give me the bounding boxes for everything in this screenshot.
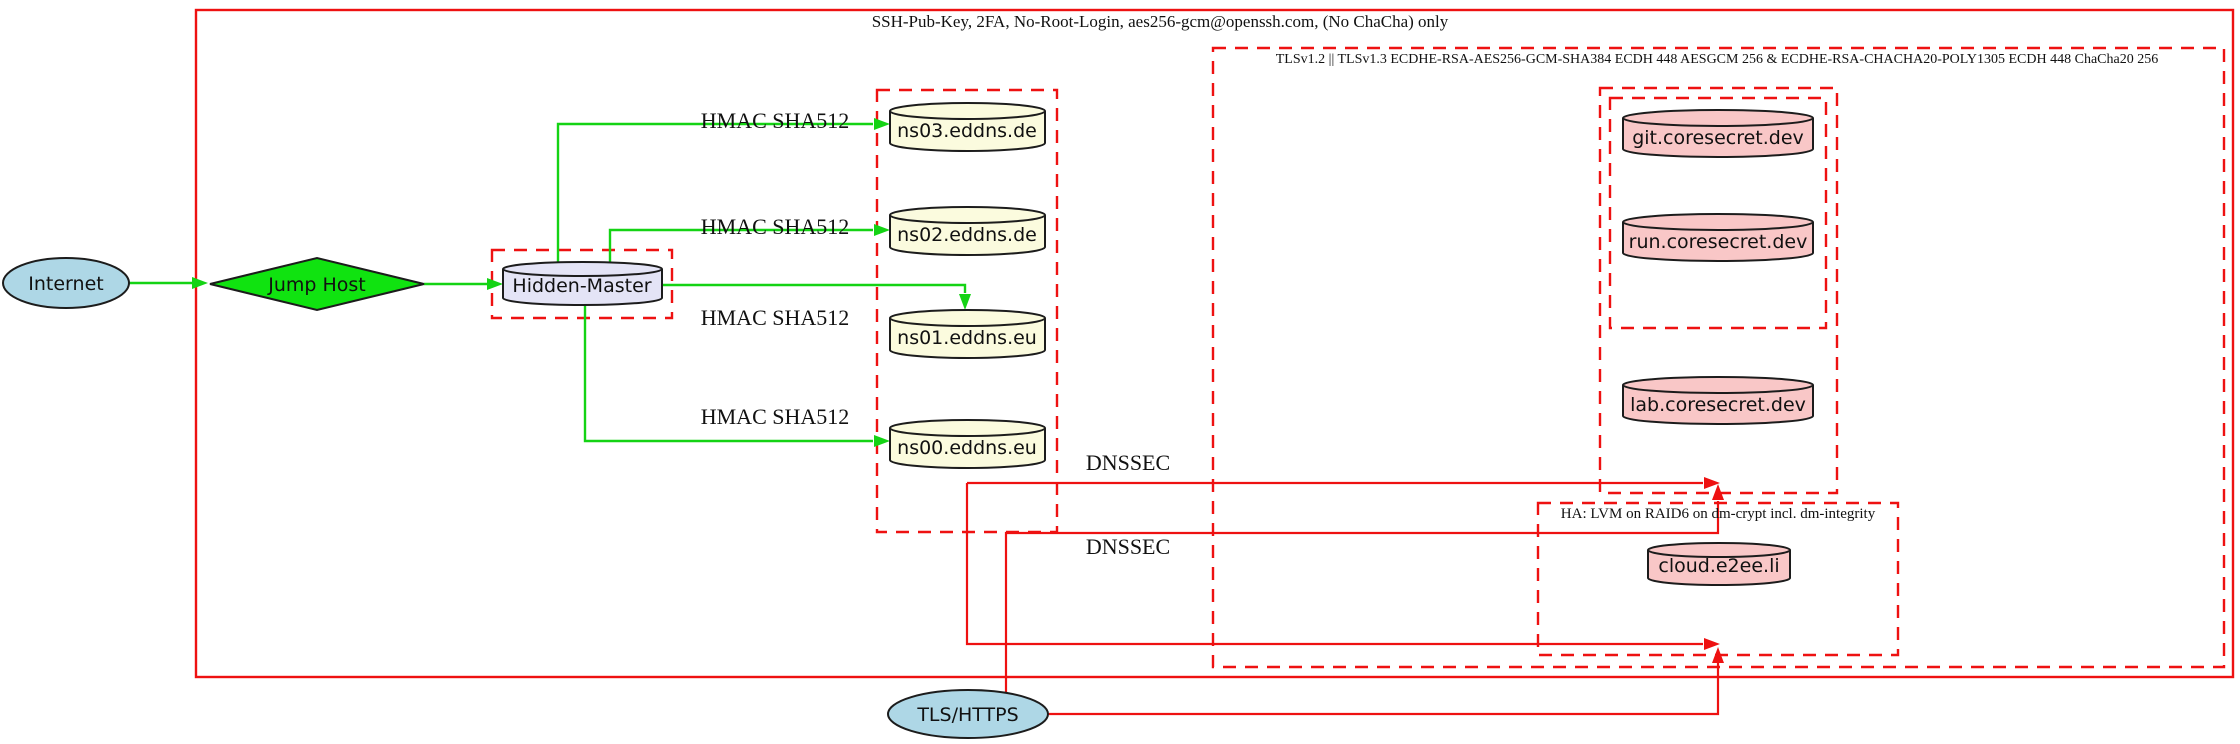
ns00-node: ns00.eddns.eu [889, 419, 1046, 469]
internet-label: Internet [28, 273, 103, 295]
git-coresecret-node: git.coresecret.dev [1622, 109, 1814, 158]
arrowhead-jumphost-to-hiddenmaster [487, 278, 503, 290]
hidden-master-cylinder-seam [502, 268, 663, 277]
ssh-boundary-box [194, 8, 2235, 679]
tls-https-node: TLS/HTTPS [887, 689, 1049, 739]
arrowhead-hiddenmaster-to-ns00 [874, 435, 890, 447]
hidden-master-node: Hidden-Master [502, 261, 663, 306]
ns03-node: ns03.eddns.de [889, 102, 1046, 152]
arrowhead-hiddenmaster-to-ns01 [959, 294, 971, 310]
ns01-cylinder-seam [889, 317, 1046, 327]
arrowhead-dnssec-to-coresecret [1704, 477, 1720, 489]
hmac-label-ns03: HMAC SHA512 [701, 108, 850, 133]
edge-dnssec-to-ha [965, 483, 1703, 646]
arrowhead-internet-to-jumphost [192, 277, 208, 289]
run-coresecret-node: run.coresecret.dev [1622, 213, 1814, 262]
ns03-label: ns03.eddns.de [897, 120, 1037, 142]
ssh-boundary-label: SSH-Pub-Key, 2FA, No-Root-Login, aes256-… [872, 12, 1449, 31]
ns02-node: ns02.eddns.de [889, 206, 1046, 256]
ns02-cylinder-seam [889, 214, 1046, 224]
hmac-label-ns00: HMAC SHA512 [701, 404, 850, 429]
jump-host-node: Jump Host [209, 256, 425, 312]
arrowhead-dnssec-to-ha [1704, 638, 1720, 650]
tls-https-label: TLS/HTTPS [916, 704, 1018, 726]
hidden-master-label: Hidden-Master [512, 275, 651, 297]
edge-hiddenmaster-to-ns03 [556, 122, 873, 262]
jump-host-diamond [209, 256, 425, 312]
cloud-cylinder [1647, 542, 1791, 586]
arrowhead-hiddenmaster-to-ns03 [874, 118, 890, 130]
edge-tlshttps-to-coresecret [1004, 501, 1720, 692]
tls-https-ellipse [887, 689, 1049, 739]
cloud-e2ee-node: cloud.e2ee.li [1647, 542, 1791, 586]
internet-node: Internet [2, 257, 130, 309]
git-label: git.coresecret.dev [1632, 127, 1804, 149]
coresecret-inner-cluster-box [1608, 96, 1828, 330]
internet-ellipse [2, 257, 130, 309]
cloud-label: cloud.e2ee.li [1658, 555, 1779, 577]
arrowhead-tlshttps-to-ha [1712, 647, 1724, 663]
ha-cluster-label: HA: LVM on RAID6 on dm-crypt incl. dm-in… [1561, 506, 1876, 522]
ns01-label: ns01.eddns.eu [897, 327, 1037, 349]
ns00-cylinder [889, 419, 1046, 469]
edge-hiddenmaster-to-ns00 [583, 305, 873, 443]
ns00-label: ns00.eddns.eu [897, 437, 1037, 459]
run-cylinder-seam [1622, 221, 1814, 231]
jump-host-label: Jump Host [267, 274, 366, 296]
lab-coresecret-node: lab.coresecret.dev [1622, 376, 1814, 425]
lab-cylinder-seam [1622, 384, 1814, 394]
arrowhead-hiddenmaster-to-ns02 [874, 224, 890, 236]
dnssec-label-bottom: DNSSEC [1086, 534, 1170, 559]
ns02-label: ns02.eddns.de [897, 224, 1037, 246]
edge-hiddenmaster-to-ns02 [608, 228, 873, 262]
run-label: run.coresecret.dev [1629, 231, 1808, 253]
hidden-master-cylinder [502, 261, 663, 306]
run-cylinder [1622, 213, 1814, 262]
hmac-label-ns02: HMAC SHA512 [701, 214, 850, 239]
git-cylinder-seam [1622, 117, 1814, 127]
edge-hiddenmaster-to-ns01 [662, 283, 967, 293]
arrowhead-tlshttps-to-coresecret [1712, 484, 1724, 500]
hmac-label-ns01: HMAC SHA512 [701, 305, 850, 330]
tls-boundary-label: TLSv1.2 || TLSv1.3 ECDHE-RSA-AES256-GCM-… [1276, 52, 2158, 67]
cloud-cylinder-seam [1647, 549, 1791, 558]
ns03-cylinder-seam [889, 110, 1046, 120]
git-cylinder [1622, 109, 1814, 158]
lab-cylinder [1622, 376, 1814, 425]
ns03-cylinder [889, 102, 1046, 152]
ns00-cylinder-seam [889, 427, 1046, 437]
lab-label: lab.coresecret.dev [1630, 394, 1806, 416]
edge-tlshttps-to-ha [1048, 663, 1720, 716]
ns01-node: ns01.eddns.eu [889, 309, 1046, 359]
ns02-cylinder [889, 206, 1046, 256]
ns01-cylinder [889, 309, 1046, 359]
dnssec-label-top: DNSSEC [1086, 450, 1170, 475]
